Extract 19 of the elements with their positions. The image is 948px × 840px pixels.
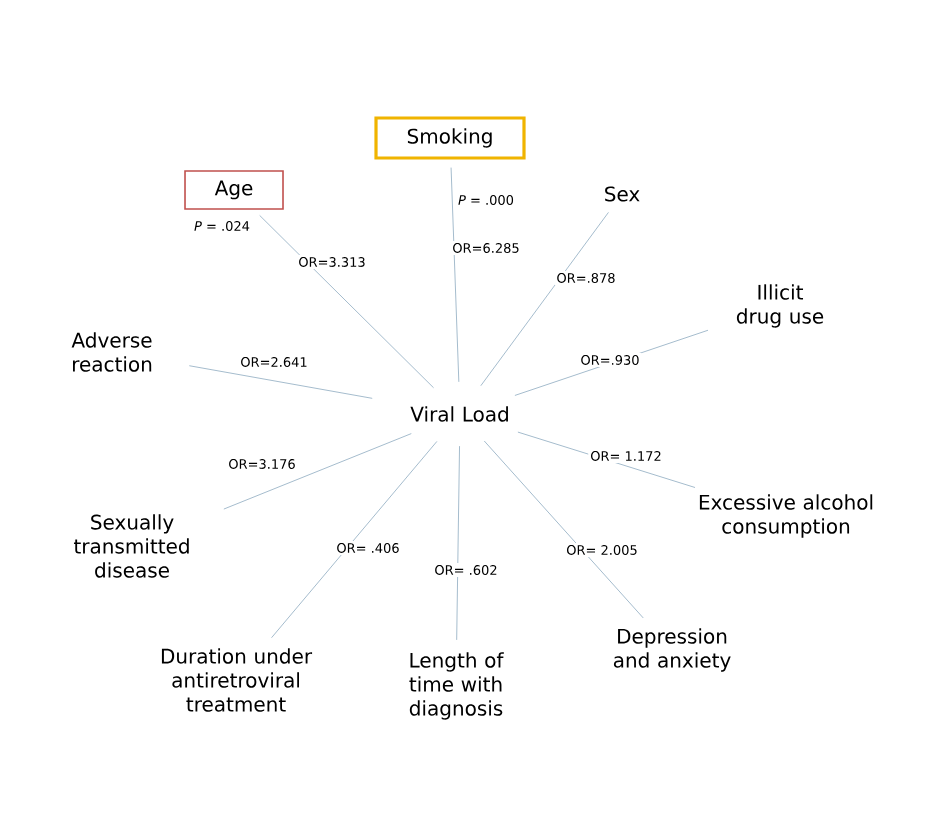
framed-label-box: Smoking (374, 116, 526, 160)
node-label: Length of time with diagnosis (409, 652, 504, 720)
connector-line (483, 440, 644, 619)
node-label: Excessive alcohol consumption (699, 494, 873, 538)
connector-line (450, 167, 460, 383)
connector-line (223, 433, 412, 510)
node-label: Illicit drug use (736, 284, 824, 328)
node-label: Sex (605, 186, 640, 202)
connector-line (259, 214, 435, 389)
connector-line (480, 211, 609, 387)
connector-line (456, 445, 461, 641)
node-label: Viral Load (410, 406, 508, 422)
framed-label-box: Age (184, 170, 284, 210)
node-label: Adverse reaction (71, 332, 152, 372)
node-label: Sexually transmitted disease (74, 514, 189, 578)
connector-line (188, 365, 373, 399)
connector-line (271, 440, 438, 639)
node-label: Depression and anxiety (613, 628, 731, 672)
node-label: Duration under antiretroviral treatment (161, 648, 313, 712)
